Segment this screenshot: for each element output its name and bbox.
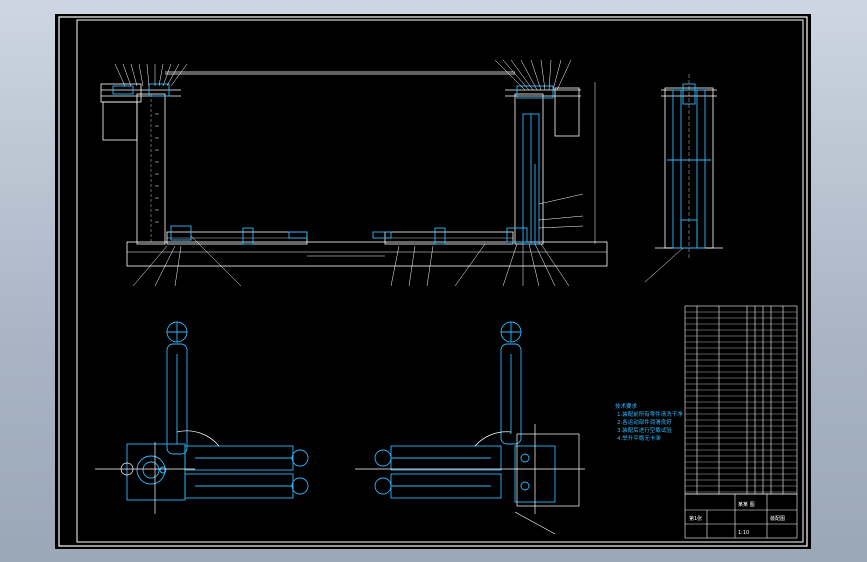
parts-list xyxy=(684,305,798,495)
technical-notes: 技术要求 1.装配前所有零件清洗干净 2.各运动部件润滑良好 3.装配后进行空载… xyxy=(615,402,683,442)
note-line-4: 4.举升平稳无卡滞 xyxy=(617,434,661,442)
title-block-drawing-title: 某某 图 xyxy=(738,502,755,508)
front-view xyxy=(100,71,608,267)
title-block-drawing-number: 装配图 xyxy=(770,515,785,522)
top-view-left-base xyxy=(95,430,220,514)
side-view-carriage xyxy=(667,83,711,249)
top-view-right-base xyxy=(355,424,585,535)
note-line-3: 3.装配后进行空载试验 xyxy=(617,426,672,434)
title-block xyxy=(684,493,798,539)
sheet-outer-border xyxy=(58,16,808,547)
title-block-sheet: 第1张 xyxy=(689,515,702,522)
sheet-inner-border xyxy=(76,19,804,543)
cad-drawing-canvas[interactable]: 技术要求 1.装配前所有零件清洗干净 2.各运动部件润滑良好 3.装配后进行空载… xyxy=(55,14,811,549)
side-view xyxy=(655,74,723,258)
note-title: 技术要求 xyxy=(615,402,638,410)
top-view-right-arms xyxy=(374,321,556,503)
side-view-leader xyxy=(644,247,684,283)
top-view-left-arms xyxy=(126,321,309,501)
front-view-lifting-carriages xyxy=(112,83,554,245)
parts-list-rows xyxy=(685,311,797,493)
front-view-leader-lines xyxy=(114,59,584,287)
title-block-scale: 1:10 xyxy=(738,530,749,536)
note-line-1: 1.装配前所有零件清洗干净 xyxy=(617,410,683,418)
note-line-2: 2.各运动部件润滑良好 xyxy=(617,418,672,426)
